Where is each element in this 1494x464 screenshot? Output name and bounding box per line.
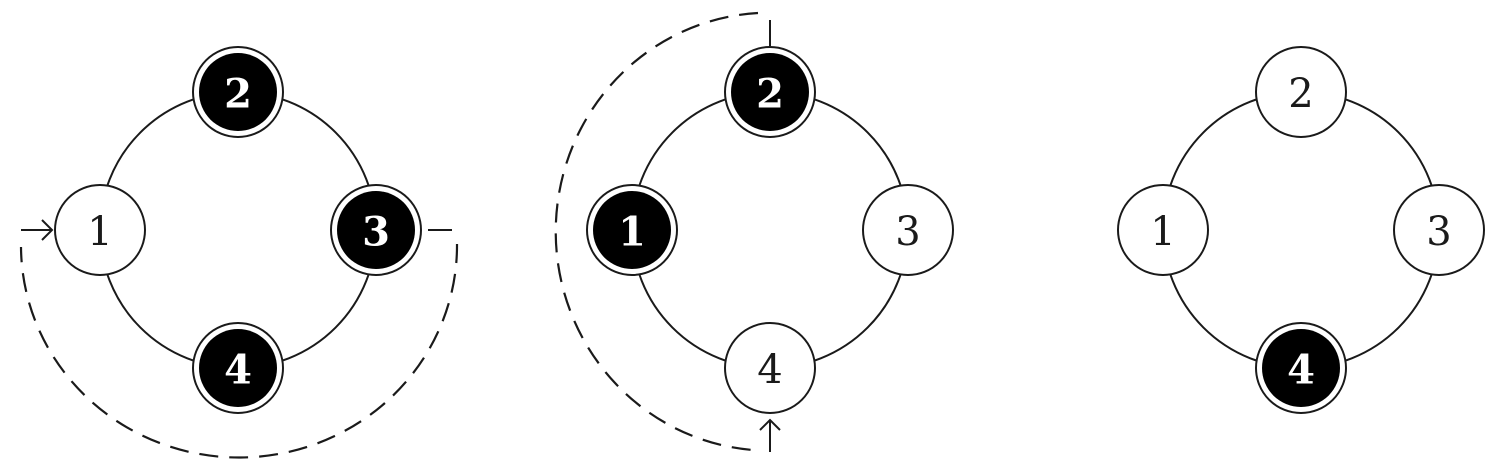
node-circle bbox=[724, 322, 816, 414]
node-label: 1 bbox=[87, 209, 112, 255]
dashed-path-1 bbox=[19, 243, 459, 459]
node-label: 4 bbox=[757, 347, 782, 393]
node-label: 3 bbox=[1426, 209, 1451, 255]
node-label: 3 bbox=[362, 209, 390, 256]
node-label: 2 bbox=[224, 71, 252, 118]
node-label: 1 bbox=[618, 209, 646, 256]
node-2-diagram-3: 2 bbox=[1255, 46, 1347, 138]
node-fill bbox=[593, 191, 671, 269]
node-2-diagram-1: 2 bbox=[192, 46, 284, 138]
node-4-diagram-1: 4 bbox=[192, 322, 284, 414]
entry-arrowhead-1 bbox=[41, 219, 54, 241]
node-2-diagram-2: 2 bbox=[724, 46, 816, 138]
node-1-diagram-3: 1 bbox=[1117, 184, 1209, 276]
node-circle bbox=[862, 184, 954, 276]
node-fill bbox=[199, 329, 277, 407]
node-3-diagram-3: 3 bbox=[1393, 184, 1485, 276]
node-1-diagram-1: 1 bbox=[54, 184, 146, 276]
node-fill bbox=[337, 191, 415, 269]
node-4-diagram-3: 4 bbox=[1255, 322, 1347, 414]
node-3-diagram-1: 3 bbox=[330, 184, 422, 276]
node-fill bbox=[199, 53, 277, 131]
node-label: 1 bbox=[1150, 209, 1175, 255]
node-label: 2 bbox=[756, 71, 784, 118]
node-circle bbox=[54, 184, 146, 276]
node-label: 4 bbox=[224, 347, 252, 394]
node-label: 3 bbox=[895, 209, 920, 255]
node-4-diagram-2: 4 bbox=[724, 322, 816, 414]
node-label: 2 bbox=[1288, 71, 1313, 117]
node-circle bbox=[1117, 184, 1209, 276]
entry-arrowhead-2 bbox=[759, 418, 781, 431]
node-label: 4 bbox=[1287, 347, 1315, 394]
node-3-diagram-2: 3 bbox=[862, 184, 954, 276]
node-circle bbox=[1393, 184, 1485, 276]
node-fill bbox=[1262, 329, 1340, 407]
dashed-path-2 bbox=[554, 11, 759, 452]
node-1-diagram-2: 1 bbox=[586, 184, 678, 276]
node-fill bbox=[731, 53, 809, 131]
node-circle bbox=[1255, 46, 1347, 138]
